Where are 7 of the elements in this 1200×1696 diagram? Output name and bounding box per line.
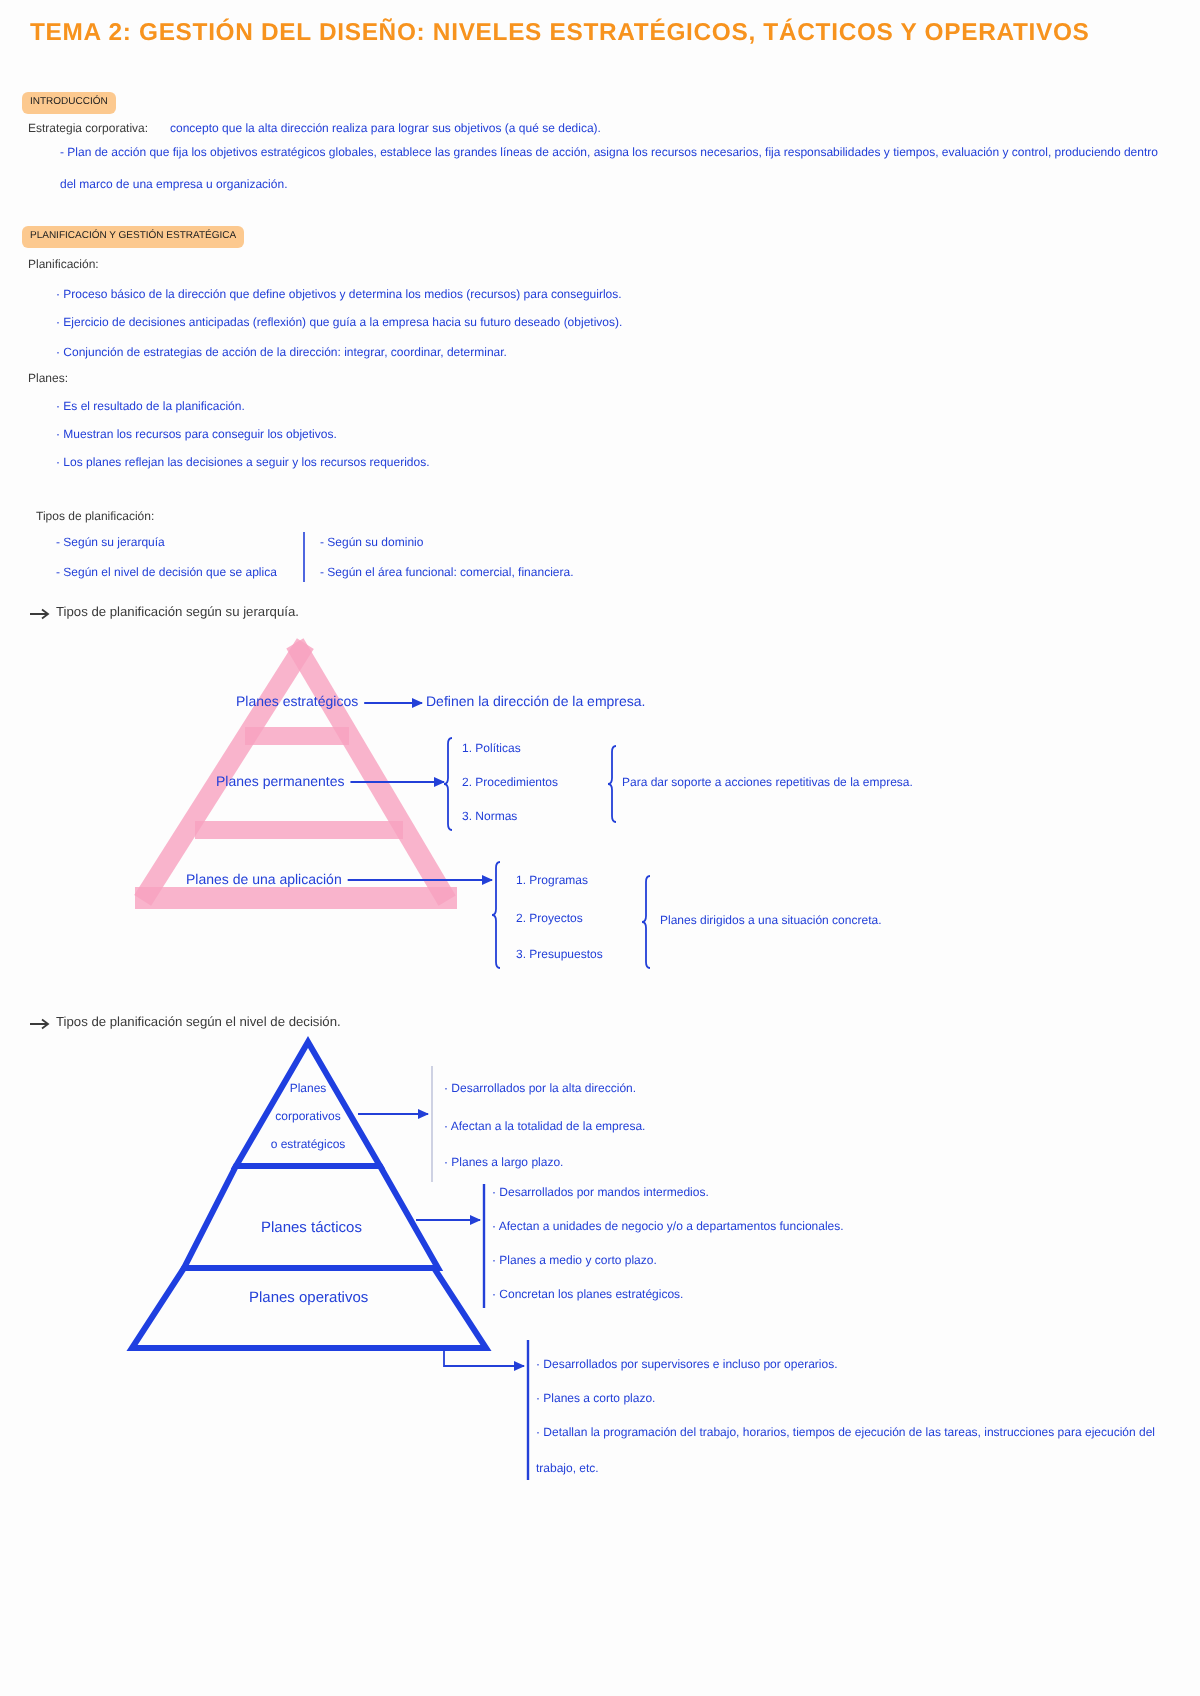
arrow (346, 875, 493, 885)
arrow (349, 777, 445, 787)
arrow (357, 1109, 429, 1119)
arrow (363, 698, 423, 708)
title: TEMA 2: GESTIÓN DEL DISEÑO: NIVELES ESTRATÉGICOS, TÁCTICOS Y OPERATIVOS (30, 18, 1090, 46)
arrow (415, 1215, 481, 1225)
arrow (443, 1349, 525, 1371)
